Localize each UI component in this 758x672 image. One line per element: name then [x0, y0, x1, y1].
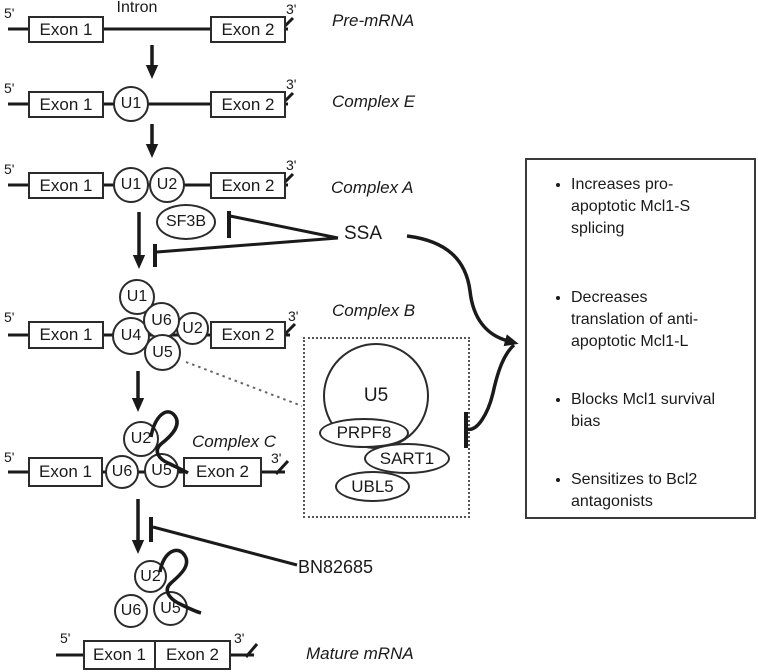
sart1-ellipse: SART1 [364, 443, 450, 474]
effect-item: Sensitizes to Bcl2 antagonists [571, 469, 717, 513]
u1-snrnp: U1 [119, 279, 155, 315]
sf3b-ellipse: SF3B [156, 204, 216, 240]
five-prime-label: 5' [4, 5, 15, 21]
inset-callout-dotted-line [185, 361, 303, 407]
stage-label-complex-b: Complex B [332, 301, 416, 320]
exon1-box: Exon 1 [83, 640, 156, 670]
u2-snrnp: U2 [134, 560, 167, 593]
effect-item: Decreases translation of anti-apoptotic … [571, 287, 717, 353]
stage-label-complex-e: Complex E [332, 92, 416, 111]
u2-snrnp: U2 [123, 421, 159, 457]
exon1-box: Exon 1 [28, 457, 103, 487]
ssa-effects-box: Increases pro-apoptotic Mcl1-S splicing … [525, 158, 756, 519]
exon1-box: Exon 1 [28, 321, 104, 349]
prpf8-ellipse: PRPF8 [319, 418, 409, 448]
ssa-label: SSA [344, 223, 383, 244]
u5-snrnp: U5 [153, 591, 188, 626]
stage-label-mature-mrna: Mature mRNA [306, 644, 414, 663]
stage-label-complex-c: Complex C [192, 432, 277, 451]
u5-complex-to-effects-arrow [466, 343, 516, 431]
u1-snrnp: U1 [113, 86, 149, 122]
five-prime-label: 5' [60, 630, 71, 646]
ssa-inhibition-line-sf3b [229, 214, 339, 240]
five-prime-label: 5' [4, 161, 15, 177]
three-prime-label: 3' [286, 157, 297, 173]
five-prime-label: 5' [4, 449, 15, 465]
exon1-box: Exon 1 [28, 16, 104, 43]
effects-list: Increases pro-apoptotic Mcl1-S splicing … [527, 160, 754, 513]
u6-snrnp: U6 [114, 594, 148, 628]
exon2-box: Exon 2 [210, 91, 286, 118]
bn82685-inhibition-line [152, 525, 298, 567]
u2-snrnp: U2 [176, 312, 209, 345]
ssa-to-effects-arrow [406, 234, 519, 347]
u5-snrnp: U5 [144, 453, 179, 488]
intron-label: Intron [116, 0, 158, 16]
u6-snrnp: U6 [143, 302, 180, 339]
u1-snrnp: U1 [113, 167, 149, 203]
exon1-box: Exon 1 [28, 172, 104, 199]
effect-item: Increases pro-apoptotic Mcl1-S splicing [571, 174, 717, 240]
u6-snrnp: U6 [105, 455, 139, 489]
three-prime-label: 3' [286, 76, 297, 92]
three-prime-label: 3' [288, 308, 299, 324]
effect-item: Blocks Mcl1 survival bias [571, 389, 717, 433]
bn82685-label: BN82685 [298, 557, 374, 577]
ubl5-ellipse: UBL5 [335, 471, 410, 502]
stage-label-pre-mrna: Pre-mRNA [332, 11, 415, 30]
three-prime-label: 3' [271, 450, 282, 466]
three-prime-label: 3' [234, 630, 245, 646]
exon2-box: Exon 2 [183, 457, 262, 487]
exon2-box: Exon 2 [210, 172, 286, 199]
u2-snrnp: U2 [149, 167, 185, 203]
five-prime-label: 5' [4, 80, 15, 96]
exon2-box: Exon 2 [210, 16, 286, 43]
three-prime-label: 3' [286, 1, 297, 17]
exon2-box: Exon 2 [154, 640, 231, 670]
ssa-inhibition-line-transition [156, 236, 339, 254]
exon1-box: Exon 1 [28, 91, 104, 118]
u5-snrnp: U5 [144, 334, 181, 371]
exon2-box: Exon 2 [210, 321, 286, 349]
five-prime-label: 5' [4, 309, 15, 325]
stage-label-complex-a: Complex A [331, 178, 414, 197]
